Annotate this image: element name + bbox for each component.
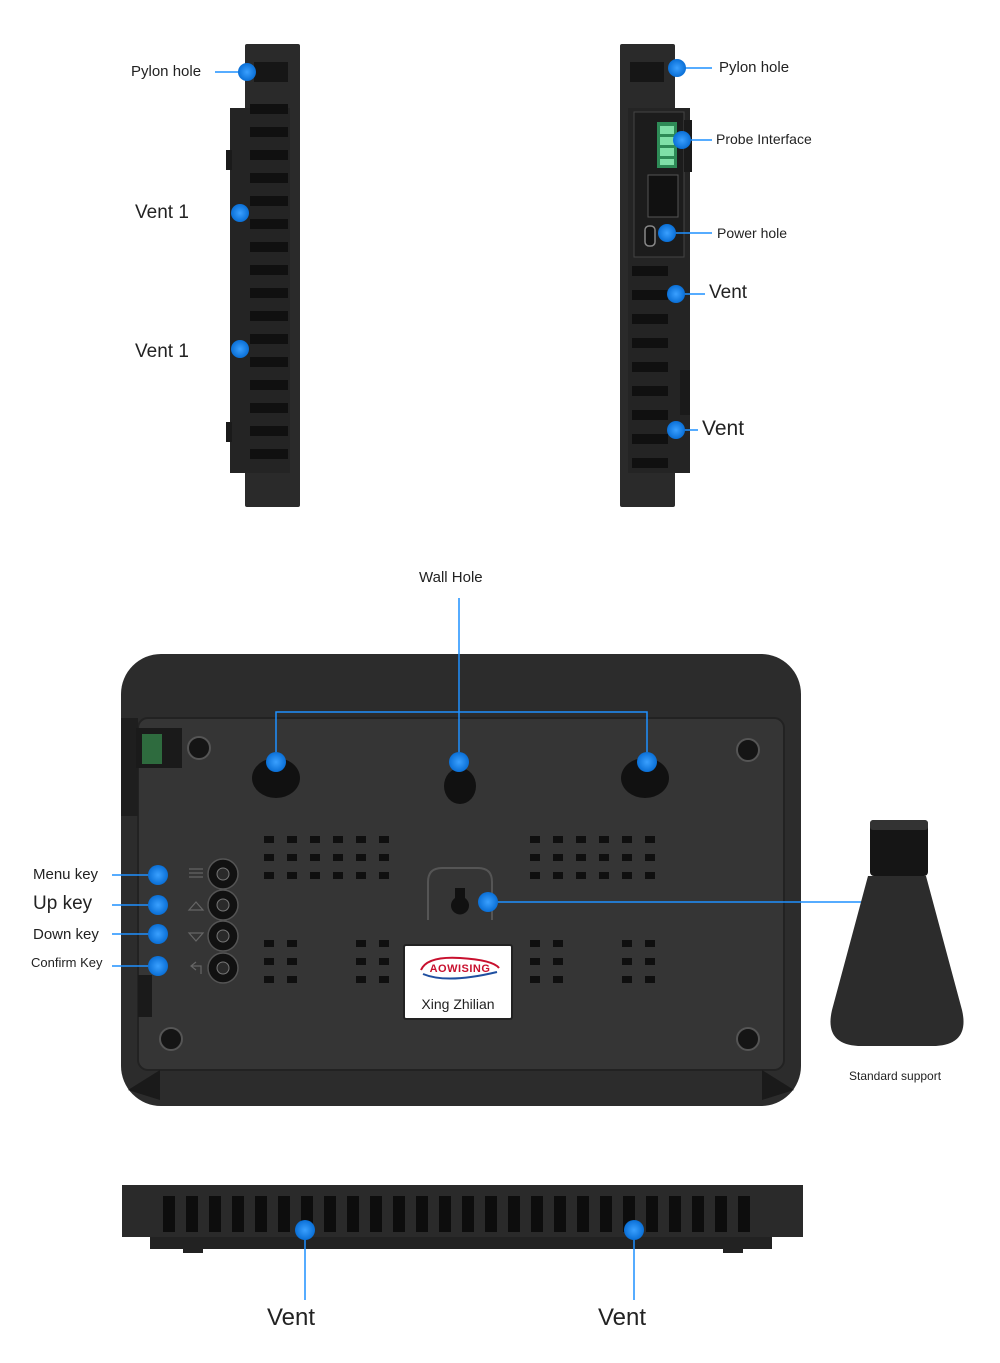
label-wall-hole: Wall Hole: [419, 569, 483, 586]
key-buttons: [187, 858, 239, 984]
marker-wall-hole-right: [637, 752, 657, 772]
label-up-key: Up key: [33, 893, 93, 914]
marker-probe: [673, 131, 691, 149]
bottom-view: [122, 1185, 803, 1300]
back-view: [112, 598, 862, 1106]
brand-logo-swoosh: [420, 956, 500, 980]
marker-support-slot: [478, 892, 498, 912]
marker-confirm-key: [148, 956, 168, 976]
right-side-view: [620, 44, 712, 507]
left-side-view: [215, 44, 300, 507]
label-vent-right-bottom: Vent: [702, 417, 745, 440]
marker-power: [658, 224, 676, 242]
label-menu-key: Menu key: [33, 866, 99, 883]
marker-pylon-right: [668, 59, 686, 77]
marker-pylon-left: [238, 63, 256, 81]
marker-down-key: [148, 924, 168, 944]
label-probe-interface: Probe Interface: [716, 131, 812, 147]
label-power-hole: Power hole: [717, 225, 788, 241]
standard-support: [830, 820, 964, 1046]
label-pylon-hole-right: Pylon hole: [719, 59, 790, 76]
label-vent-bottom-right: Vent: [598, 1304, 647, 1331]
marker-wall-hole-center: [449, 752, 469, 772]
label-vent1-top: Vent 1: [135, 202, 189, 223]
label-vent-bottom-left: Vent: [267, 1304, 316, 1331]
marker-vent1-bottom: [231, 340, 249, 358]
label-confirm-key: Confirm Key: [31, 955, 103, 970]
label-vent1-bottom: Vent 1: [135, 341, 189, 362]
brand-sub-text: Xing Zhilian: [421, 996, 495, 1012]
marker-vent-bottom-left: [295, 1220, 315, 1240]
marker-vent-bottom-right: [624, 1220, 644, 1240]
marker-vent-right-bottom: [667, 421, 685, 439]
label-down-key: Down key: [33, 926, 99, 943]
brand-label: AOWISING Xing Zhilian: [403, 944, 513, 1020]
label-standard-support: Standard support: [849, 1069, 942, 1083]
label-pylon-hole-left: Pylon hole: [131, 63, 202, 80]
usb-c-port: [644, 225, 656, 247]
marker-vent-right-top: [667, 285, 685, 303]
label-vent-right-top: Vent: [709, 282, 748, 303]
marker-up-key: [148, 895, 168, 915]
brand-logo-text: AOWISING: [429, 963, 491, 975]
marker-wall-hole-left: [266, 752, 286, 772]
marker-menu-key: [148, 865, 168, 885]
marker-vent1-top: [231, 204, 249, 222]
